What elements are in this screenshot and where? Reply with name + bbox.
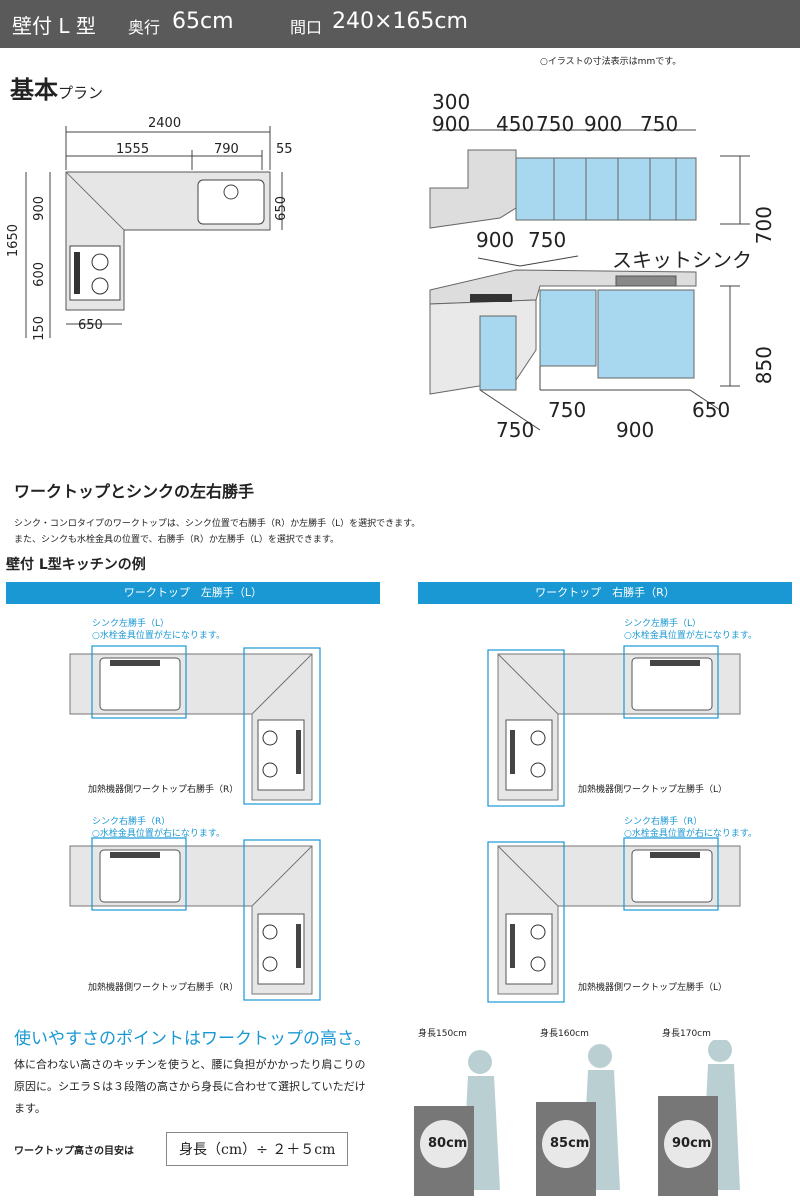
iso-dim-bottom-c: 900 [616,418,655,442]
heat-right-label-2: 加熱機器側ワークトップ右勝手（R） [88,983,239,993]
sink-left-label-2: シンク左勝手（L） [624,619,702,629]
plan-dim-right: 650 [274,196,289,221]
faucet-left-note-1: ○水栓金具位置が左になります。 [92,631,225,641]
section-title: ワークトップとシンクの左右勝手 [14,482,255,501]
iso-dim-mid-1: 900 [476,228,515,252]
section-desc-2: また、シンクも水栓金具の位置で、右勝手（R）か左勝手（L）を選択できます。 [14,535,340,545]
iso-dim-bottom-a: 750 [496,418,535,442]
depth-value: 65cm [172,9,234,34]
iso-dim-top-1: 900 [432,112,471,136]
counter-height-2: 85cm [550,1136,590,1151]
plan-title-main: 基本 [10,76,58,104]
plan-dim-top-1: 1555 [116,142,150,157]
plan-dim-top-3: 55 [276,142,293,157]
height-body-2: 原因に。シエラＳは３段階の高さから身長に合わせて選択していただけ [14,1080,366,1093]
worktop-right-bar: ワークトップ 右勝手（R） [418,582,792,604]
person-height-2: 身長160cm [540,1029,589,1039]
iso-dim-bottom-b: 750 [548,398,587,422]
plan-dim-left-2: 600 [32,262,47,287]
depth-label: 奥行 [128,18,161,37]
plan-title: 基本プラン [10,70,103,105]
example-title: 壁付 L型キッチンの例 [6,557,146,573]
plan-view-diagram [25,126,283,338]
heat-left-label-1: 加熱機器側ワークトップ左勝手（L） [578,785,728,795]
iso-dim-base-height: 850 [752,346,776,385]
faucet-left-note-2: ○水栓金具位置が左になります。 [624,631,757,641]
frontage-label: 間口 [290,18,323,37]
section-desc-1: シンク・コンロタイプのワークトップは、シンク位置で右勝手（R）か左勝手（L）を選… [14,519,421,529]
header-bar: 壁付 L 型 奥行 65cm 間口 240×165cm [0,0,800,48]
iso-dim-top-4: 900 [584,112,623,136]
frontage-value: 240×165cm [332,9,468,34]
counter-height-3: 90cm [672,1136,712,1151]
example-diagrams [69,645,741,1003]
sink-right-label-1: シンク右勝手（R） [92,817,171,827]
person-height-3: 身長170cm [662,1029,711,1039]
height-title: 使いやすさのポイントはワークトップの高さ。 [14,1029,371,1049]
height-body-3: ます。 [14,1102,46,1115]
kitchen-type: 壁付 L 型 [12,14,96,38]
iso-dim-mid-2: 750 [528,228,567,252]
plan-dim-top-total: 2400 [148,116,182,131]
iso-dim-top-2: 450 [496,112,535,136]
plan-dim-left-1: 900 [32,196,47,221]
plan-title-sub: プラン [58,84,104,102]
person-height-1: 身長150cm [418,1029,467,1039]
iso-dim-top-5: 750 [640,112,679,136]
faucet-right-note-2: ○水栓金具位置が右になります。 [624,829,757,839]
faucet-right-note-1: ○水栓金具位置が右になります。 [92,829,225,839]
worktop-left-bar: ワークトップ 左勝手（L） [6,582,380,604]
sink-label: スキットシンク [612,248,752,272]
iso-dim-top-3: 750 [536,112,575,136]
height-body-1: 体に合わない高さのキッチンを使うと、腰に負担がかかったり肩こりの [14,1058,366,1071]
guide-label: ワークトップ高さの目安は [14,1146,134,1157]
heat-left-label-2: 加熱機器側ワークトップ左勝手（L） [578,983,728,993]
iso-dim-top-a: 300 [432,90,471,114]
sink-left-label-1: シンク左勝手（L） [92,619,170,629]
mm-note: ○イラストの寸法表示はmmです。 [540,57,682,67]
height-formula: 身長（cm）÷ ２＋５cm [166,1132,349,1166]
plan-dim-left-3: 150 [32,316,47,341]
plan-dim-bottom: 650 [78,318,103,333]
iso-dim-wall-height: 700 [752,206,776,245]
iso-dim-bottom-d: 650 [692,398,731,422]
heat-right-label-1: 加熱機器側ワークトップ右勝手（R） [88,785,239,795]
plan-dim-top-2: 790 [214,142,239,157]
sink-right-label-2: シンク右勝手（R） [624,817,703,827]
counter-height-1: 80cm [428,1136,468,1151]
height-figures [414,1040,740,1196]
plan-dim-left-total: 1650 [6,224,21,258]
isometric-kitchen-diagram [429,129,750,431]
